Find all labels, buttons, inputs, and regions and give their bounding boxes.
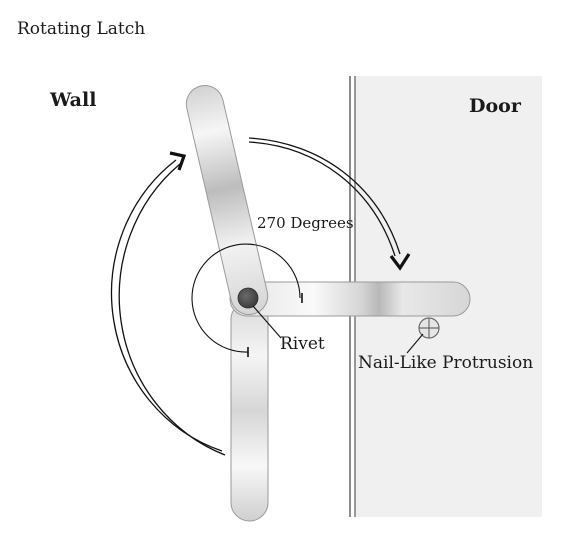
latch-bar-lowered xyxy=(230,300,269,522)
protrusion-label: Nail-Like Protrusion xyxy=(358,353,534,373)
rivet-leader-line xyxy=(252,305,282,339)
protrusion-leader-line xyxy=(406,333,424,354)
door-label: Door xyxy=(469,95,521,117)
rivet xyxy=(237,287,259,309)
latch-bar-closed xyxy=(229,281,471,317)
nail-protrusion xyxy=(418,317,440,339)
diagram-title: Rotating Latch xyxy=(17,19,146,39)
rotation-angle-indicator xyxy=(191,243,303,357)
rivet-label: Rivet xyxy=(280,334,325,354)
left-rotation-arrow xyxy=(110,151,226,456)
right-rotation-arrow xyxy=(248,137,411,271)
latch-bar-raised xyxy=(185,85,269,315)
rotation-angle-label: 270 Degrees xyxy=(257,214,354,232)
wall-label: Wall xyxy=(50,89,97,111)
